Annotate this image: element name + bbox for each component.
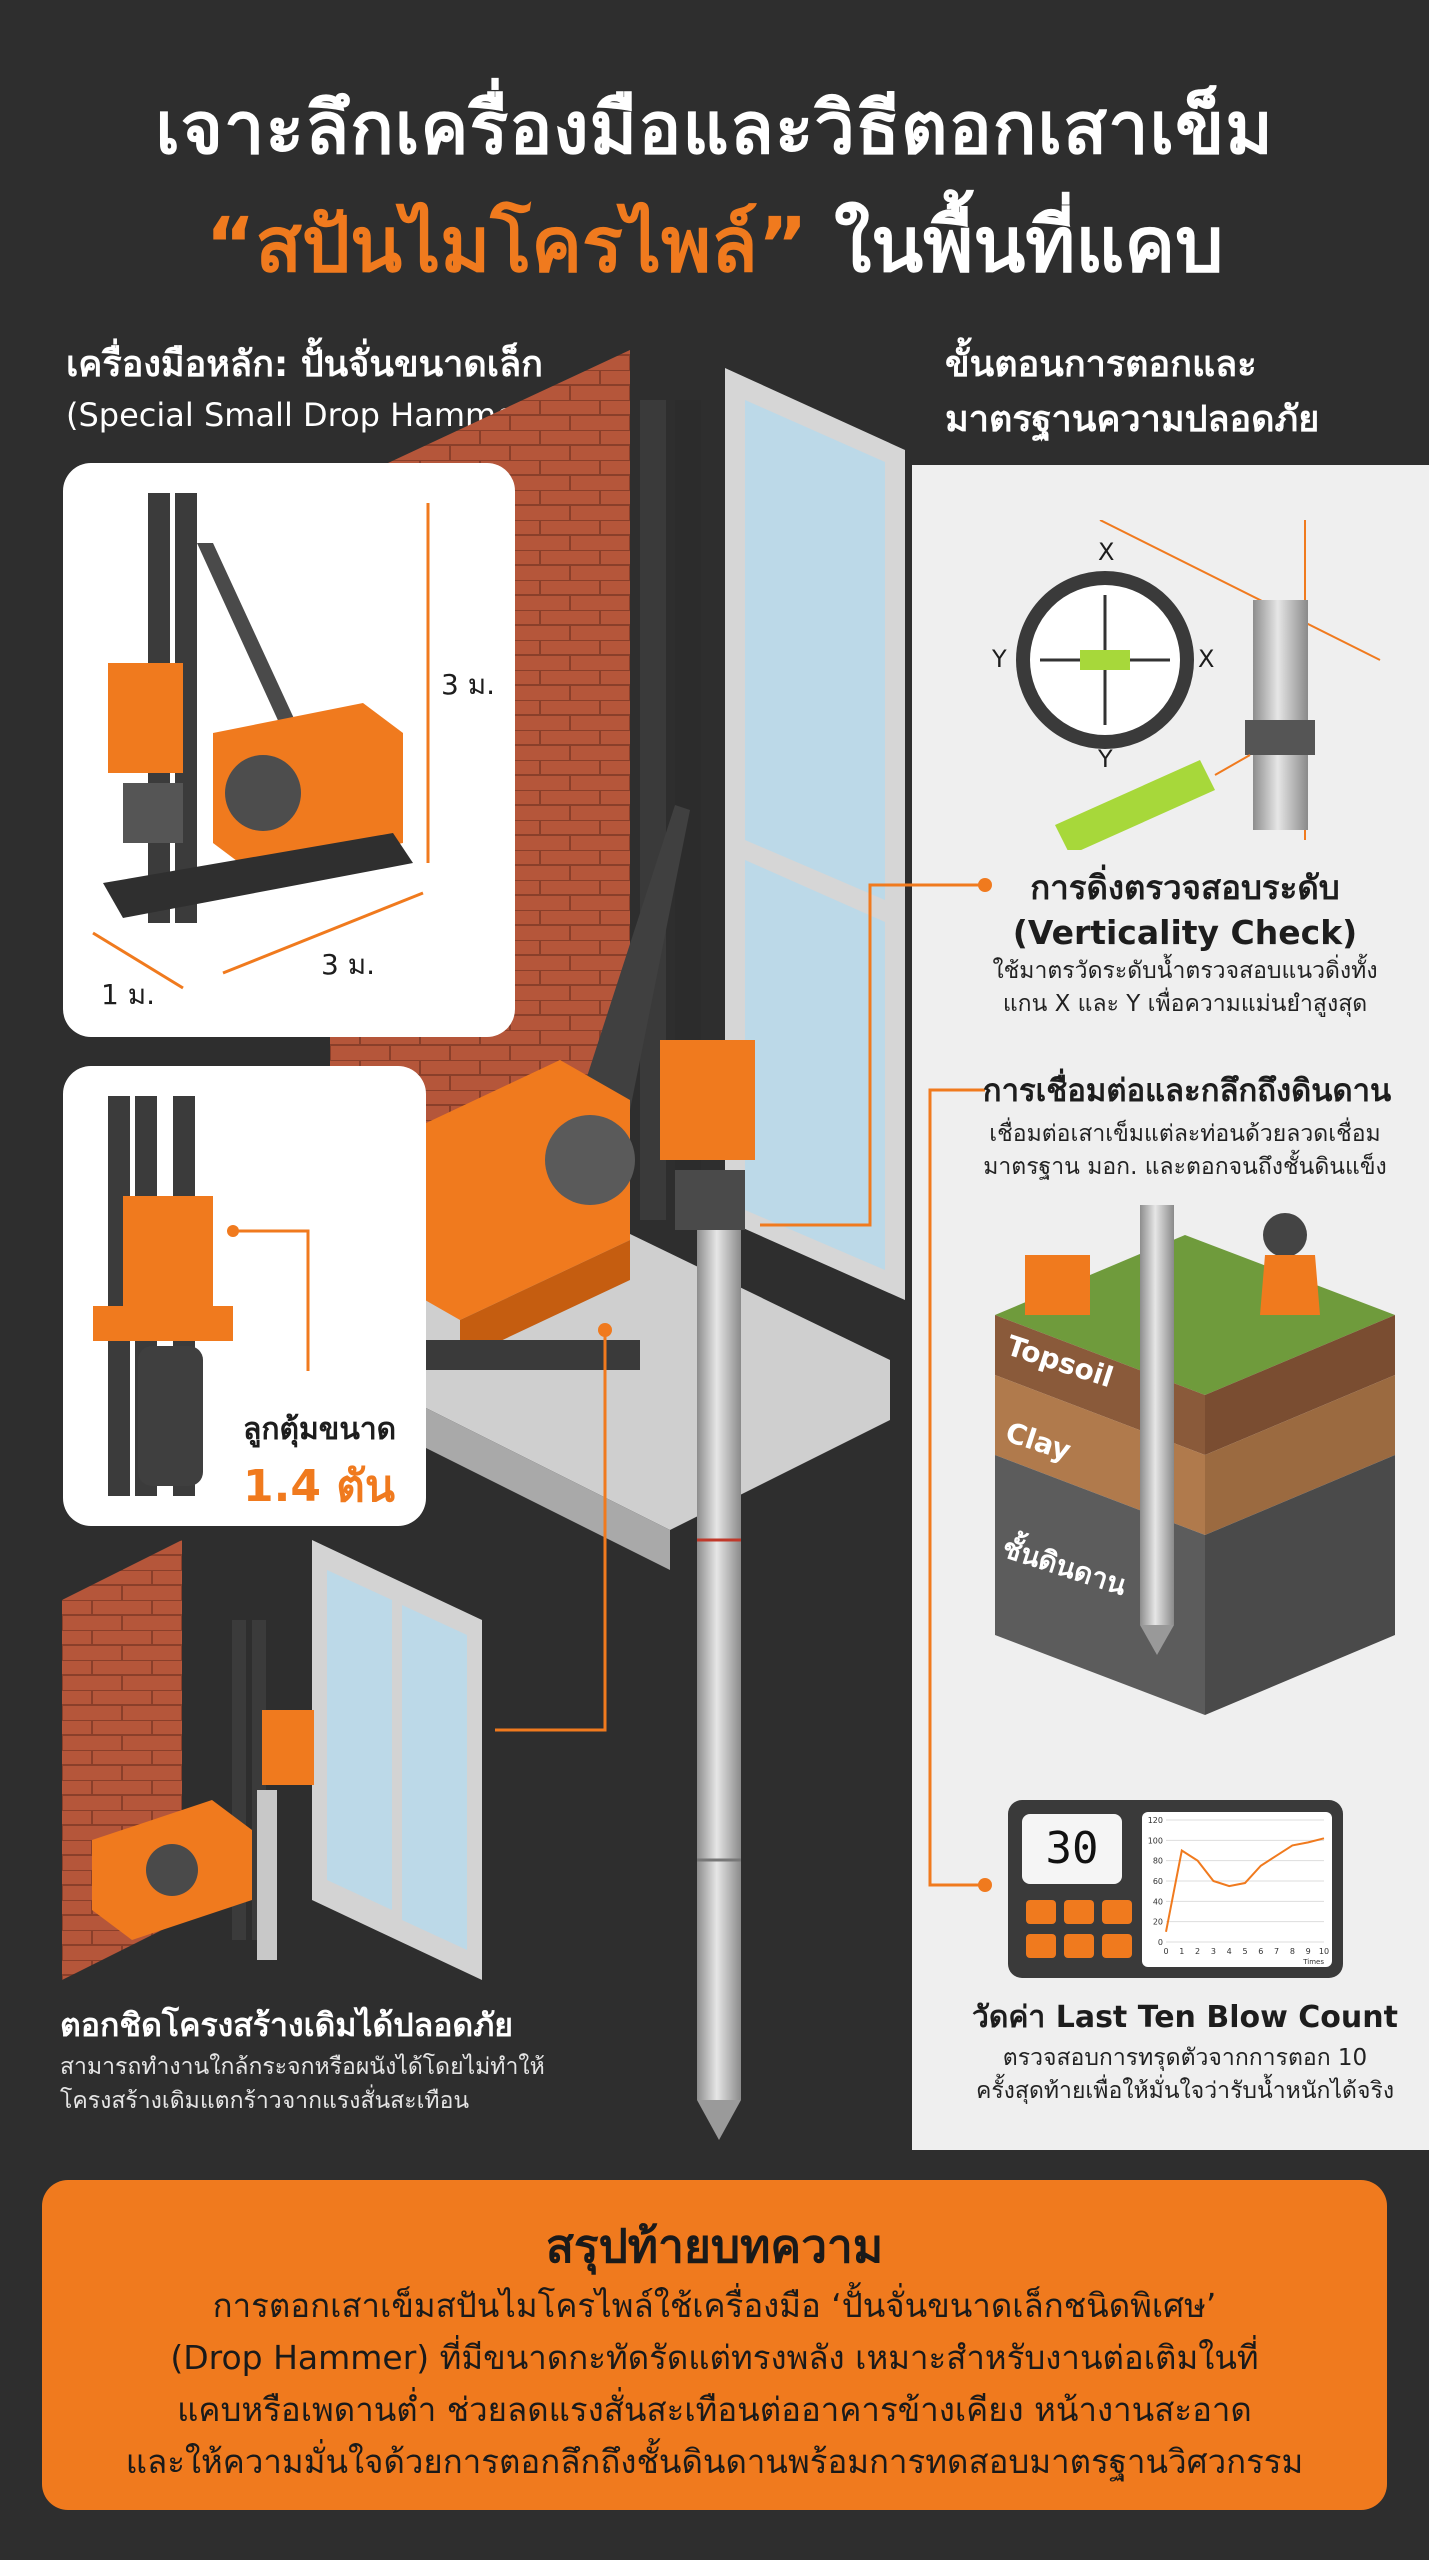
chart-series-line bbox=[1165, 1837, 1325, 1933]
chart-y-tick: 20 bbox=[1153, 1918, 1163, 1927]
rig-illustration bbox=[92, 493, 430, 990]
step2-line1: เชื่อมต่อเสาเข็มแต่ละท่อนด้วยลวดเชื่อม bbox=[989, 1121, 1381, 1147]
chart-y-tick: 120 bbox=[1148, 1816, 1163, 1825]
step2-line2: มาตรฐาน มอก. และตอกจนถึงชั้นดินแข็ง bbox=[983, 1154, 1387, 1180]
chart-x-tick: 8 bbox=[1290, 1947, 1295, 1956]
title-rest: ในพื้นที่แคบ bbox=[807, 200, 1224, 289]
summary-line-1: การตอกเสาเข็มสปันไมโครไพล์ใช้เครื่องมือ … bbox=[212, 2286, 1217, 2325]
summary-line-3: แคบหรือเพดานต่ำ ช่วยลดแรงสั่นสะเทือนต่ออ… bbox=[177, 2390, 1252, 2429]
counter-key bbox=[1102, 1900, 1132, 1924]
summary-line-2: (Drop Hammer) ที่มีขนาดกะทัดรัดแต่ทรงพลั… bbox=[170, 2338, 1259, 2377]
chart-x-tick: 9 bbox=[1306, 1947, 1311, 1956]
chart-x-label: Times bbox=[1302, 1958, 1324, 1966]
title-line-1: เจาะลึกเครื่องมือและวิธีตอกเสาเข็ม bbox=[155, 86, 1274, 170]
chart-x-tick: 2 bbox=[1195, 1947, 1200, 1956]
chart-y-tick: 40 bbox=[1153, 1897, 1163, 1906]
safe-line-1: สามารถทำงานใกล้กระจกหรือผนังได้โดยไม่ทำใ… bbox=[60, 2054, 545, 2080]
step1-title-line1: การดิ่งตรวจสอบระดับ bbox=[1030, 868, 1340, 907]
chart-y-tick: 60 bbox=[1153, 1877, 1163, 1886]
step1-title-line2: (Verticality Check) bbox=[1012, 913, 1358, 952]
chart-x-tick: 5 bbox=[1242, 1947, 1247, 1956]
chart-x-tick: 3 bbox=[1211, 1947, 1216, 1956]
axis-x-top: X bbox=[1098, 538, 1115, 566]
step3-title: วัดค่า Last Ten Blow Count bbox=[972, 2000, 1398, 2035]
rig-dimensions-card: 3 ม. 3 ม. 1 ม. bbox=[63, 463, 515, 1037]
axis-y-left: Y bbox=[992, 645, 1007, 673]
safe-heading: ตอกชิดโครงสร้างเดิมได้ปลอดภัย bbox=[60, 2006, 514, 2044]
chart-x-tick: 0 bbox=[1163, 1947, 1168, 1956]
chart-y-tick: 80 bbox=[1153, 1857, 1163, 1866]
chart-x-tick: 7 bbox=[1274, 1947, 1279, 1956]
safe-line-2: โครงสร้างเดิมแตกร้าวจากแรงสั่นสะเทือน bbox=[60, 2088, 470, 2114]
hammer-card: ลูกตุ้มขนาด 1.4 ตัน bbox=[63, 1066, 426, 1526]
step3-line2: ครั้งสุดท้ายเพื่อให้มั่นใจว่ารับน้ำหนักไ… bbox=[975, 2078, 1395, 2104]
width-dimension-label: 1 ม. bbox=[101, 978, 156, 1011]
title-line-2: “สปันไมโครไพล์” ในพื้นที่แคบ bbox=[0, 185, 1429, 305]
summary-heading: สรุปท้ายบทความ bbox=[545, 2219, 884, 2273]
axis-y-bottom: Y bbox=[1098, 745, 1113, 773]
summary-line-4: และให้ความมั่นใจด้วยการตอกลึกถึงชั้นดินด… bbox=[125, 2442, 1304, 2481]
blow-counter-display: 30 bbox=[1022, 1814, 1122, 1884]
step1-line1: ใช้มาตรวัดระดับน้ำตรวจสอบแนวดิ่งทั้ง bbox=[992, 958, 1378, 984]
counter-key bbox=[1026, 1900, 1056, 1924]
counter-key bbox=[1064, 1934, 1094, 1958]
hammer-weight-value: 1.4 ตัน bbox=[243, 1461, 395, 1512]
title-highlight: “สปันไมโครไพล์” bbox=[205, 200, 808, 289]
height-dimension-label: 3 ม. bbox=[441, 668, 496, 701]
summary-body: การตอกเสาเข็มสปันไมโครไพล์ใช้เครื่องมือ … bbox=[72, 2280, 1357, 2488]
summary-box: สรุปท้ายบทความ การตอกเสาเข็มสปันไมโครไพล… bbox=[42, 2180, 1387, 2510]
chart-x-tick: 4 bbox=[1227, 1947, 1232, 1956]
steps-heading-line1: ขั้นตอนการตอกและ bbox=[945, 344, 1257, 385]
chart-x-tick: 10 bbox=[1319, 1947, 1329, 1956]
chart-background bbox=[1142, 1812, 1332, 1967]
near-structure-illustration bbox=[62, 1540, 482, 1980]
counter-key bbox=[1064, 1900, 1094, 1924]
drop-hammer-illustration bbox=[93, 1096, 310, 1496]
verticality-illustration bbox=[1016, 520, 1381, 850]
main-tool-heading: เครื่องมือหลัก: ปั้นจั่นขนาดเล็ก bbox=[66, 344, 543, 385]
length-dimension-label: 3 ม. bbox=[321, 948, 376, 981]
counter-key bbox=[1026, 1934, 1056, 1958]
counter-key bbox=[1102, 1934, 1132, 1958]
step3-line1: ตรวจสอบการทรุดตัวจากการตอก 10 bbox=[1002, 2045, 1368, 2071]
hammer-size-label: ลูกตุ้มขนาด bbox=[243, 1412, 397, 1447]
steps-heading-line2: มาตรฐานความปลอดภัย bbox=[945, 399, 1320, 440]
chart-y-tick: 0 bbox=[1158, 1938, 1163, 1947]
axis-x-right: X bbox=[1198, 645, 1215, 673]
chart-x-tick: 6 bbox=[1258, 1947, 1263, 1956]
step1-line2: แกน X และ Y เพื่อความแม่นยำสูงสุด bbox=[1002, 991, 1368, 1017]
soil-layers-illustration bbox=[995, 1205, 1395, 1715]
main-tool-subheading: (Special Small Drop Hammer) bbox=[66, 396, 542, 434]
chart-y-tick: 100 bbox=[1148, 1836, 1163, 1845]
chart-x-tick: 1 bbox=[1179, 1947, 1184, 1956]
step2-title: การเชื่อมต่อและกลึกถึงดินดาน bbox=[982, 1073, 1392, 1109]
